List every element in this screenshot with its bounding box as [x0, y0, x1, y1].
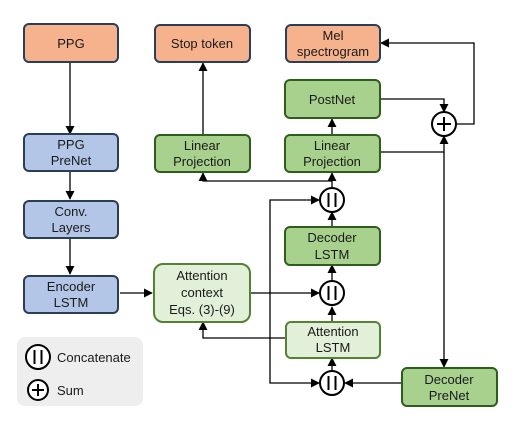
node-attention-lstm-line1: Attention	[307, 324, 358, 339]
node-linear-projection-left: Linear Projection	[154, 134, 251, 173]
legend-sum-label: Sum	[57, 383, 84, 398]
connections	[65, 38, 475, 388]
sum-icon	[431, 111, 457, 137]
legend: Concatenate Sum	[25, 344, 131, 401]
node-decoder-prenet-line2: PreNet	[429, 388, 470, 403]
node-decoder-prenet-line1: Decoder	[424, 372, 474, 387]
node-encoder-lstm-line1: Encoder	[47, 279, 96, 294]
edge-postnet-to-sum	[380, 98, 449, 113]
node-linear-projection-right: Linear Projection	[284, 134, 381, 173]
edge-sum-to-mel	[380, 38, 475, 125]
edge-linear-right-to-sum	[380, 135, 449, 153]
node-ppg-line1: PPG	[57, 36, 84, 51]
node-linear-projection-right-line2: Projection	[303, 154, 361, 169]
node-attention-context-line1: Attention	[176, 268, 227, 283]
node-decoder-lstm-line1: Decoder	[307, 230, 357, 245]
node-conv-layers-line1: Conv.	[55, 204, 88, 219]
node-attention-context-line3: Eqs. (3)-(9)	[169, 302, 235, 317]
concat-bottom-icon	[319, 370, 345, 396]
node-ppg-prenet-line2: PreNet	[51, 153, 92, 168]
node-decoder-lstm-line2: LSTM	[315, 247, 350, 262]
edge-context-to-concat-bottom	[269, 293, 320, 388]
node-linear-projection-right-line1: Linear	[314, 138, 351, 153]
concat-top-icon	[319, 187, 345, 213]
node-attention-context-line2: context	[181, 285, 223, 300]
node-mel-spectrogram-line1: Mel	[323, 28, 344, 43]
node-ppg: PPG	[23, 23, 119, 63]
node-postnet: PostNet	[284, 79, 381, 119]
edge-concat-top-to-linear-left	[198, 172, 332, 182]
concat-middle-icon	[319, 280, 345, 306]
node-encoder-lstm-line2: LSTM	[54, 295, 89, 310]
node-stop-token-line1: Stop token	[171, 36, 233, 51]
node-mel-spectrogram-line2: spectrogram	[297, 44, 369, 59]
legend-concatenate-label: Concatenate	[57, 350, 131, 365]
node-conv-layers: Conv. Layers	[23, 200, 119, 239]
node-attention-lstm-line2: LSTM	[316, 340, 351, 355]
node-conv-layers-line2: Layers	[51, 220, 91, 235]
node-postnet-line1: PostNet	[309, 92, 356, 107]
node-mel-spectrogram: Mel spectrogram	[285, 24, 381, 63]
node-linear-projection-left-line2: Projection	[173, 154, 231, 169]
node-attention-lstm: Attention LSTM	[285, 321, 381, 359]
node-attention-context: Attention context Eqs. (3)-(9)	[153, 263, 251, 323]
node-ppg-prenet: PPG PreNet	[23, 133, 119, 172]
legend-concatenate-icon	[25, 344, 51, 370]
node-encoder-lstm: Encoder LSTM	[23, 275, 119, 314]
node-decoder-prenet: Decoder PreNet	[401, 367, 498, 407]
node-linear-projection-left-line1: Linear	[184, 138, 221, 153]
legend-sum-icon	[27, 379, 49, 401]
node-decoder-lstm: Decoder LSTM	[284, 226, 381, 266]
edge-context-to-concat-top	[269, 195, 320, 293]
edge-attention-lstm-to-context	[198, 321, 286, 339]
node-stop-token: Stop token	[154, 24, 251, 63]
node-ppg-prenet-line1: PPG	[57, 137, 84, 152]
